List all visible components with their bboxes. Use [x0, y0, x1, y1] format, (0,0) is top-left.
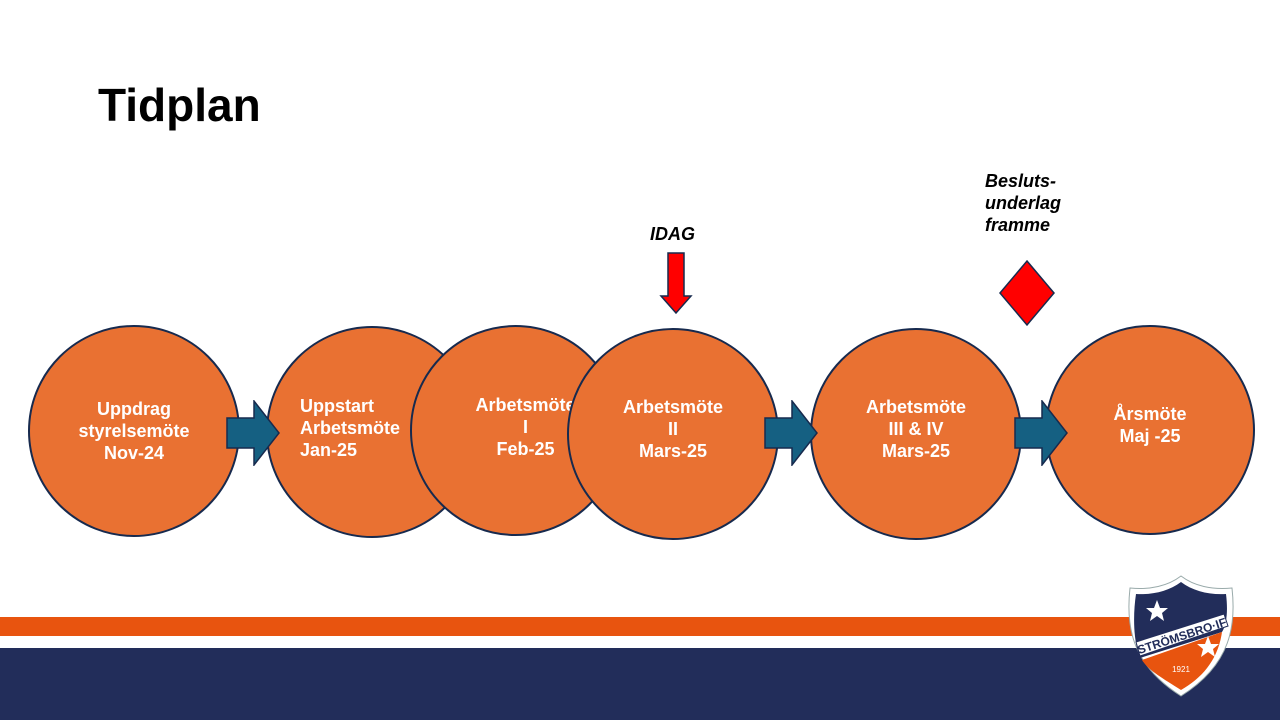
today-label: IDAG [650, 224, 695, 244]
footer-navy-band [0, 648, 1280, 720]
step-circle-5: Arbetsmöte III & IV Mars-25 [810, 328, 1022, 540]
page-title: Tidplan [98, 79, 261, 131]
arrow-right-icon [1014, 400, 1068, 466]
step-label: Arbetsmöte II Mars-25 [622, 397, 724, 461]
step-label: Uppstart Arbetsmöte Jan-25 [300, 396, 401, 460]
step-label: Arbetsmöte III & IV Mars-25 [865, 397, 967, 461]
milestone-diamond-icon [999, 259, 1055, 327]
step-label: Uppdrag styrelsemöte Nov-24 [78, 399, 190, 463]
step-label: Arbetsmöte I Feb-25 [475, 394, 576, 459]
step-circle-4: Arbetsmöte II Mars-25 [567, 328, 779, 540]
today-arrow-icon [659, 252, 693, 315]
svg-text:1921: 1921 [1172, 665, 1190, 674]
arrow-right-icon [764, 400, 818, 466]
step-circle-1: Uppdrag styrelsemöte Nov-24 [28, 325, 240, 537]
arrow-right-icon [226, 400, 280, 466]
step-circle-6: Årsmöte Maj -25 [1045, 325, 1255, 535]
step-label: Årsmöte Maj -25 [1113, 404, 1187, 446]
footer-orange-band [0, 617, 1280, 636]
milestone-label: Besluts- underlag framme [985, 171, 1062, 235]
club-logo: STRÖMSBRO·IF 1921 [1128, 575, 1234, 697]
